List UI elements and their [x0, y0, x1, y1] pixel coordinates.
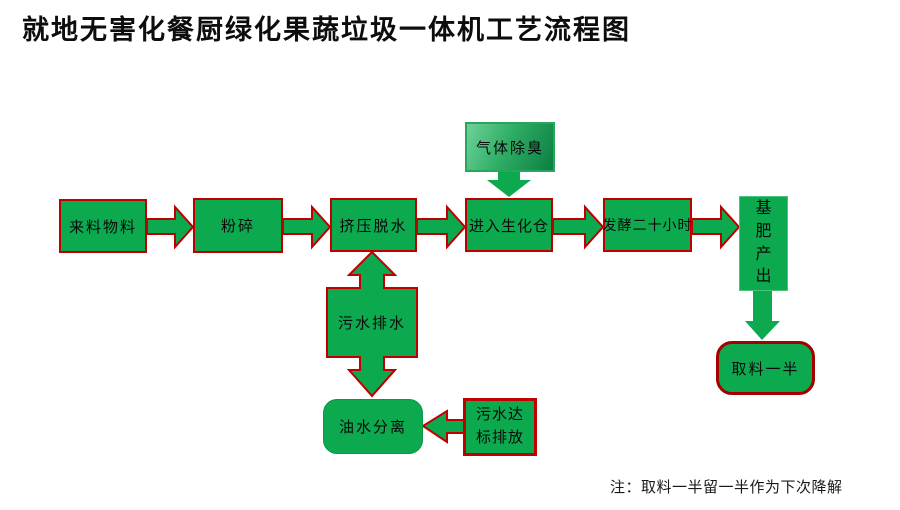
footnote: 注：取料一半留一半作为下次降解	[610, 479, 843, 496]
node-sewage-standard-discharge: 污水达标排放	[463, 398, 537, 456]
node-base-fertilizer-output: 基肥产出	[739, 196, 788, 291]
node-ferment-20-hours: 发酵二十小时	[603, 198, 692, 252]
node-take-half-material: 取料一半	[716, 341, 815, 395]
node-oil-water-separation-label: 油水分离	[338, 420, 407, 436]
arrow-biochamber-to-ferment	[552, 204, 605, 250]
node-base-fertilizer-output-label: 基肥产出	[755, 200, 772, 286]
arrow-crush-to-dewater	[282, 204, 332, 250]
shape-sewage-drain-updown	[326, 250, 418, 398]
node-press-dewatering: 挤压脱水	[330, 198, 417, 252]
node-incoming-material: 来料物料	[59, 199, 147, 253]
node-sewage-drainage: 污水排水	[327, 288, 417, 357]
node-enter-biochemical-chamber-label: 进入生化仓	[468, 218, 549, 235]
node-sewage-drainage-label: 污水排水	[337, 316, 406, 332]
node-take-half-material-label: 取料一半	[731, 361, 800, 378]
arrow-deodorize-down	[487, 171, 531, 197]
node-incoming-material-label: 来料物料	[68, 219, 137, 236]
node-gas-deodorization: 气体除臭	[465, 122, 555, 172]
node-sewage-standard-discharge-label: 污水达标排放	[475, 406, 524, 446]
node-crushing: 粉碎	[193, 198, 283, 253]
page-title: 就地无害化餐厨绿化果蔬垃圾一体机工艺流程图	[22, 15, 631, 45]
arrow-fertilizer-to-takehalf	[745, 291, 780, 340]
node-ferment-20-hours-label: 发酵二十小时	[602, 219, 693, 234]
arrow-dewater-to-biochamber	[416, 204, 467, 250]
arrow-incoming-to-crush	[146, 204, 195, 250]
arrow-ferment-to-fertilizer	[691, 204, 741, 250]
node-gas-deodorization-label: 气体除臭	[475, 140, 544, 157]
node-enter-biochemical-chamber: 进入生化仓	[465, 198, 553, 252]
node-crushing-label: 粉碎	[220, 219, 255, 235]
arrow-discharge-to-oilwater	[421, 409, 465, 444]
node-oil-water-separation: 油水分离	[323, 399, 423, 454]
node-press-dewatering-label: 挤压脱水	[339, 218, 408, 235]
